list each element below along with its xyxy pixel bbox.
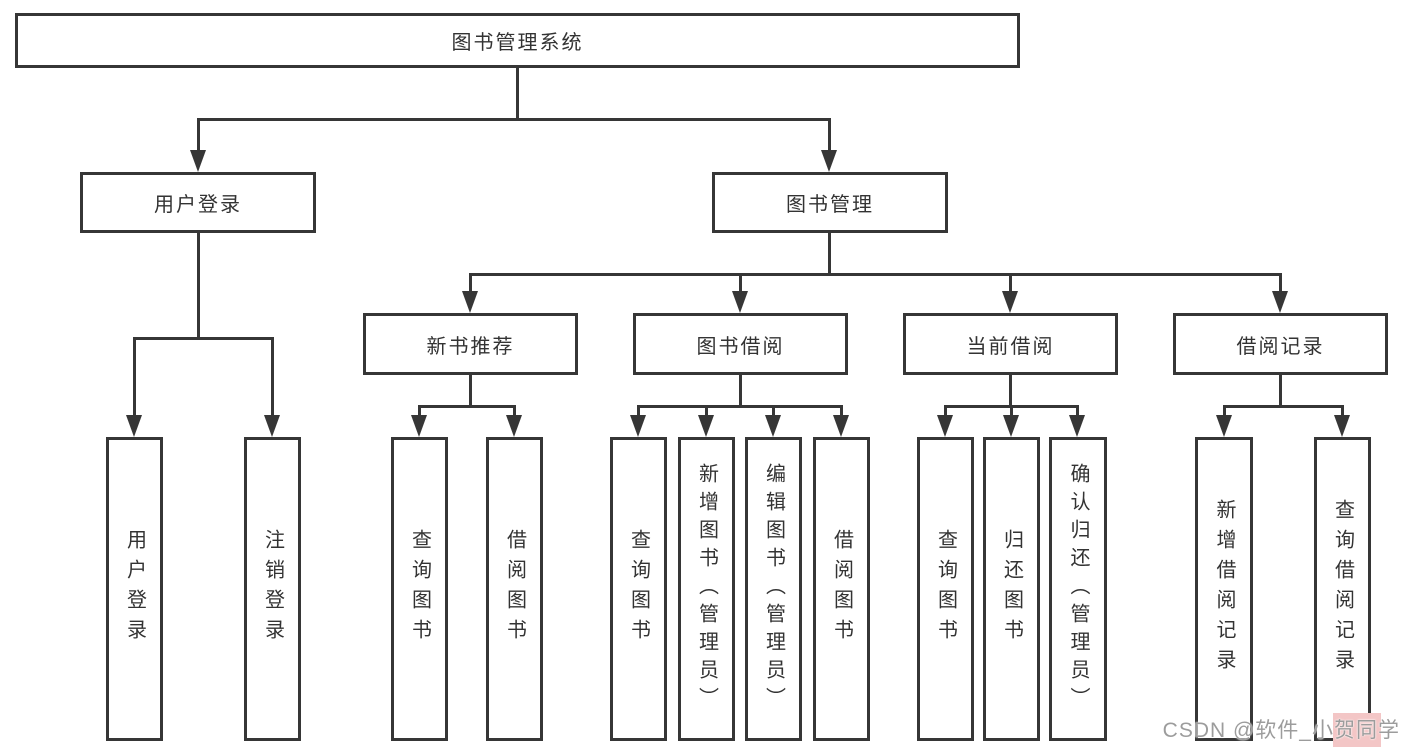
leaf-query-books-current-label: 查询图书 xyxy=(934,529,957,649)
leaf-return-book: 归还图书 xyxy=(983,437,1040,741)
arrow-down-icon xyxy=(937,415,953,437)
leaf-query-borrow-record: 查询借阅记录 xyxy=(1314,437,1371,741)
arrow-down-icon xyxy=(190,150,206,172)
leaf-borrow-books-recommend-label: 借阅图书 xyxy=(503,529,526,649)
leaf-return-book-label: 归还图书 xyxy=(1000,529,1023,649)
node-current-borrow: 当前借阅 xyxy=(903,313,1118,375)
connector-line xyxy=(1279,273,1282,295)
connector-line xyxy=(469,375,472,408)
connector-line xyxy=(469,273,472,295)
connector-line xyxy=(418,405,421,419)
arrow-down-icon xyxy=(1216,415,1232,437)
connector-line xyxy=(516,68,519,121)
arrow-down-icon xyxy=(1334,415,1350,437)
leaf-logout-label: 注销登录 xyxy=(261,529,284,649)
arrow-down-icon xyxy=(630,415,646,437)
connector-line xyxy=(1010,405,1013,419)
node-new-book-recommend: 新书推荐 xyxy=(363,313,578,375)
leaf-add-book-admin-label: 新增图书（管理员） xyxy=(695,463,718,715)
leaf-query-books-borrow: 查询图书 xyxy=(610,437,667,741)
leaf-add-borrow-record: 新增借阅记录 xyxy=(1195,437,1253,741)
node-current-borrow-label: 当前借阅 xyxy=(966,335,1055,358)
connector-line xyxy=(772,405,775,419)
arrow-down-icon xyxy=(1069,415,1085,437)
leaf-borrow-books-recommend: 借阅图书 xyxy=(486,437,543,741)
connector-line xyxy=(197,118,831,121)
arrow-down-icon xyxy=(506,415,522,437)
node-user-login-label: 用户登录 xyxy=(154,194,242,216)
connector-line xyxy=(1279,375,1282,408)
connector-line xyxy=(271,337,274,419)
arrow-down-icon xyxy=(1002,291,1018,313)
arrow-down-icon xyxy=(732,291,748,313)
arrow-down-icon xyxy=(1003,415,1019,437)
node-book-management-label: 图书管理 xyxy=(786,194,874,216)
node-root: 图书管理系统 xyxy=(15,13,1020,68)
connector-line xyxy=(513,405,516,419)
watermark-text: CSDN @软件_小贺同学 xyxy=(1162,719,1400,742)
leaf-edit-book-admin: 编辑图书（管理员） xyxy=(745,437,802,741)
connector-line xyxy=(197,118,200,154)
connector-line xyxy=(1223,405,1344,408)
leaf-query-books-recommend: 查询图书 xyxy=(391,437,448,741)
leaf-add-borrow-record-label: 新增借阅记录 xyxy=(1213,499,1235,679)
connector-line xyxy=(944,405,947,419)
connector-line xyxy=(197,233,200,340)
arrow-down-icon xyxy=(833,415,849,437)
connector-line xyxy=(637,405,843,408)
connector-line xyxy=(469,273,1282,276)
leaf-user-login-label: 用户登录 xyxy=(123,529,146,649)
connector-line xyxy=(828,233,831,276)
leaf-query-borrow-record-label: 查询借阅记录 xyxy=(1331,499,1354,679)
node-borrow-records-label: 借阅记录 xyxy=(1236,335,1325,358)
connector-line xyxy=(739,375,742,408)
leaf-query-books-borrow-label: 查询图书 xyxy=(627,529,650,649)
connector-line xyxy=(418,405,516,408)
leaf-add-book-admin: 新增图书（管理员） xyxy=(678,437,735,741)
arrow-down-icon xyxy=(698,415,714,437)
connector-line xyxy=(1341,405,1344,419)
leaf-borrow-books-borrow-label: 借阅图书 xyxy=(830,529,853,649)
connector-line xyxy=(133,337,274,340)
connector-line xyxy=(828,118,831,154)
connector-line xyxy=(1076,405,1079,419)
leaf-confirm-return-admin: 确认归还（管理员） xyxy=(1049,437,1107,741)
watermark-highlight xyxy=(1333,713,1381,747)
node-new-book-recommend-label: 新书推荐 xyxy=(426,335,515,358)
arrow-down-icon xyxy=(264,415,280,437)
leaf-query-books-recommend-label: 查询图书 xyxy=(408,529,431,649)
connector-line xyxy=(637,405,640,419)
node-root-label: 图书管理系统 xyxy=(451,32,584,54)
leaf-query-books-current: 查询图书 xyxy=(917,437,974,741)
leaf-logout: 注销登录 xyxy=(244,437,301,741)
node-book-borrow: 图书借阅 xyxy=(633,313,848,375)
leaf-borrow-books-borrow: 借阅图书 xyxy=(813,437,870,741)
leaf-edit-book-admin-label: 编辑图书（管理员） xyxy=(762,463,785,715)
arrow-down-icon xyxy=(821,150,837,172)
arrow-down-icon xyxy=(411,415,427,437)
connector-line xyxy=(1009,375,1012,408)
connector-line xyxy=(739,273,742,295)
connector-line xyxy=(705,405,708,419)
connector-line xyxy=(1009,273,1012,295)
node-borrow-records: 借阅记录 xyxy=(1173,313,1388,375)
connector-line xyxy=(840,405,843,419)
connector-line xyxy=(133,337,136,419)
node-user-login: 用户登录 xyxy=(80,172,316,233)
arrow-down-icon xyxy=(126,415,142,437)
node-book-management: 图书管理 xyxy=(712,172,948,233)
leaf-user-login: 用户登录 xyxy=(106,437,163,741)
arrow-down-icon xyxy=(765,415,781,437)
connector-line xyxy=(1223,405,1226,419)
arrow-down-icon xyxy=(1272,291,1288,313)
node-book-borrow-label: 图书借阅 xyxy=(696,335,785,358)
arrow-down-icon xyxy=(462,291,478,313)
leaf-confirm-return-admin-label: 确认归还（管理员） xyxy=(1067,463,1089,715)
